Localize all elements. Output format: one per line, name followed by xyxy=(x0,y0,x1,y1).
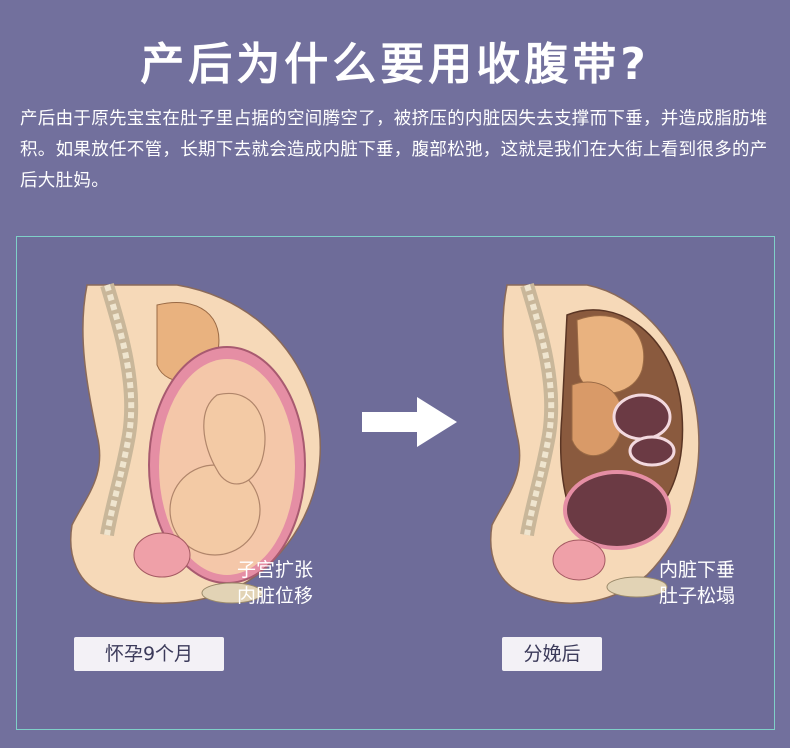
intro-paragraph: 产后由于原先宝宝在肚子里占据的空间腾空了，被挤压的内脏因失去支撑而下垂，并造成脂… xyxy=(20,109,768,191)
left-caption-line-2: 内脏位移 xyxy=(237,585,314,607)
pregnancy-anatomy-illustration xyxy=(70,282,321,604)
pregnancy-stage-label: 怀孕9个月 xyxy=(74,637,224,671)
page-title: 产后为什么要用收腹带? xyxy=(140,39,650,90)
right-caption-line-2: 肚子松塌 xyxy=(659,585,736,607)
postpartum-anatomy-illustration xyxy=(490,282,700,604)
left-caption: 子宫扩张 内脏位移 xyxy=(237,557,313,609)
postpartum-stage-label: 分娩后 xyxy=(502,637,602,671)
left-caption-line-1: 子宫扩张 xyxy=(237,559,314,581)
right-caption-line-1: 内脏下垂 xyxy=(659,559,736,581)
comparison-panel: 子宫扩张 内脏位移 内脏下垂 肚子松塌 怀孕9个月 分娩后 xyxy=(16,236,775,730)
right-caption: 内脏下垂 肚子松塌 xyxy=(659,557,735,609)
arrow-right-icon xyxy=(362,397,457,447)
